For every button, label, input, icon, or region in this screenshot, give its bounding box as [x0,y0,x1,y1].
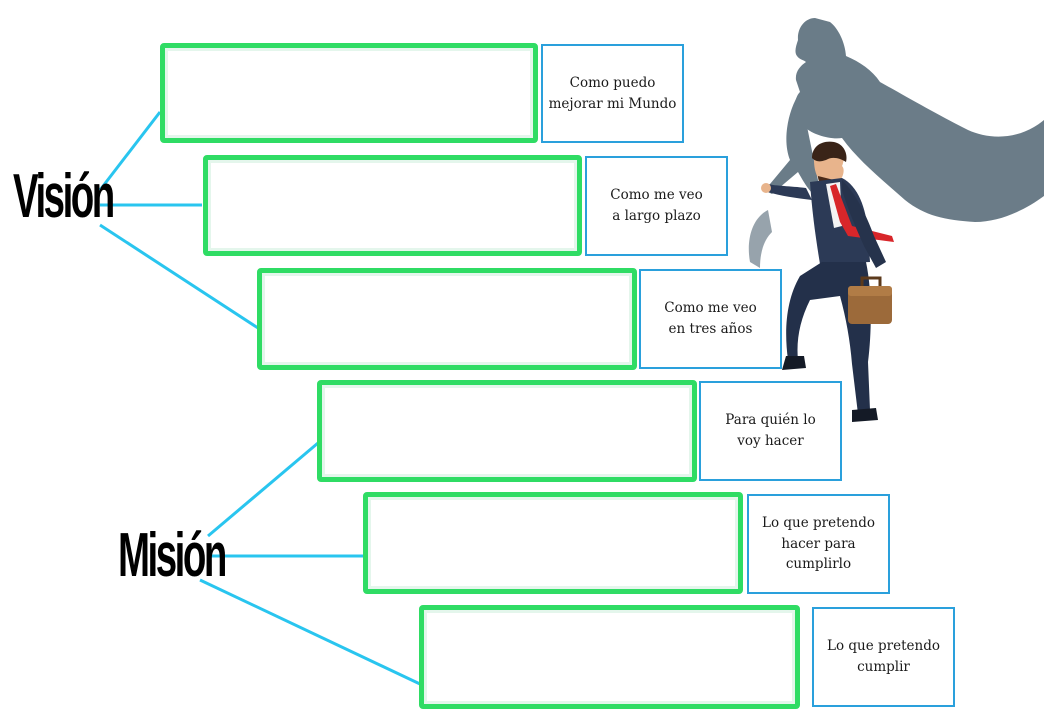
prompt-line: voy hacer [725,431,815,452]
prompt-line: Como me veo [664,298,757,319]
prompt-line: a largo plazo [610,206,703,227]
prompt-line: Lo que pretendo [827,636,940,657]
mision-label: Misión [118,525,225,587]
prompt-line: Como puedo [549,73,677,94]
prompt-line: Lo que pretendo [753,513,884,534]
prompt-line: hacer para cumplirlo [753,534,884,576]
mision-input-box-1[interactable] [317,380,697,482]
mision-input-box-3[interactable] [419,605,800,709]
vision-input-box-1[interactable] [160,43,538,143]
prompt-line: en tres años [664,319,757,340]
prompt-line: mejorar mi Mundo [549,94,677,115]
prompt-line: cumplir [827,657,940,678]
vision-input-box-3[interactable] [257,268,637,370]
prompt-line: Como me veo [610,185,703,206]
prompt-line: Para quién lo [725,410,815,431]
mision-input-box-2[interactable] [363,492,743,594]
vision-input-box-2[interactable] [203,155,582,256]
hero-shadow-illustration [749,18,1044,268]
vision-label: Visión [13,166,113,228]
